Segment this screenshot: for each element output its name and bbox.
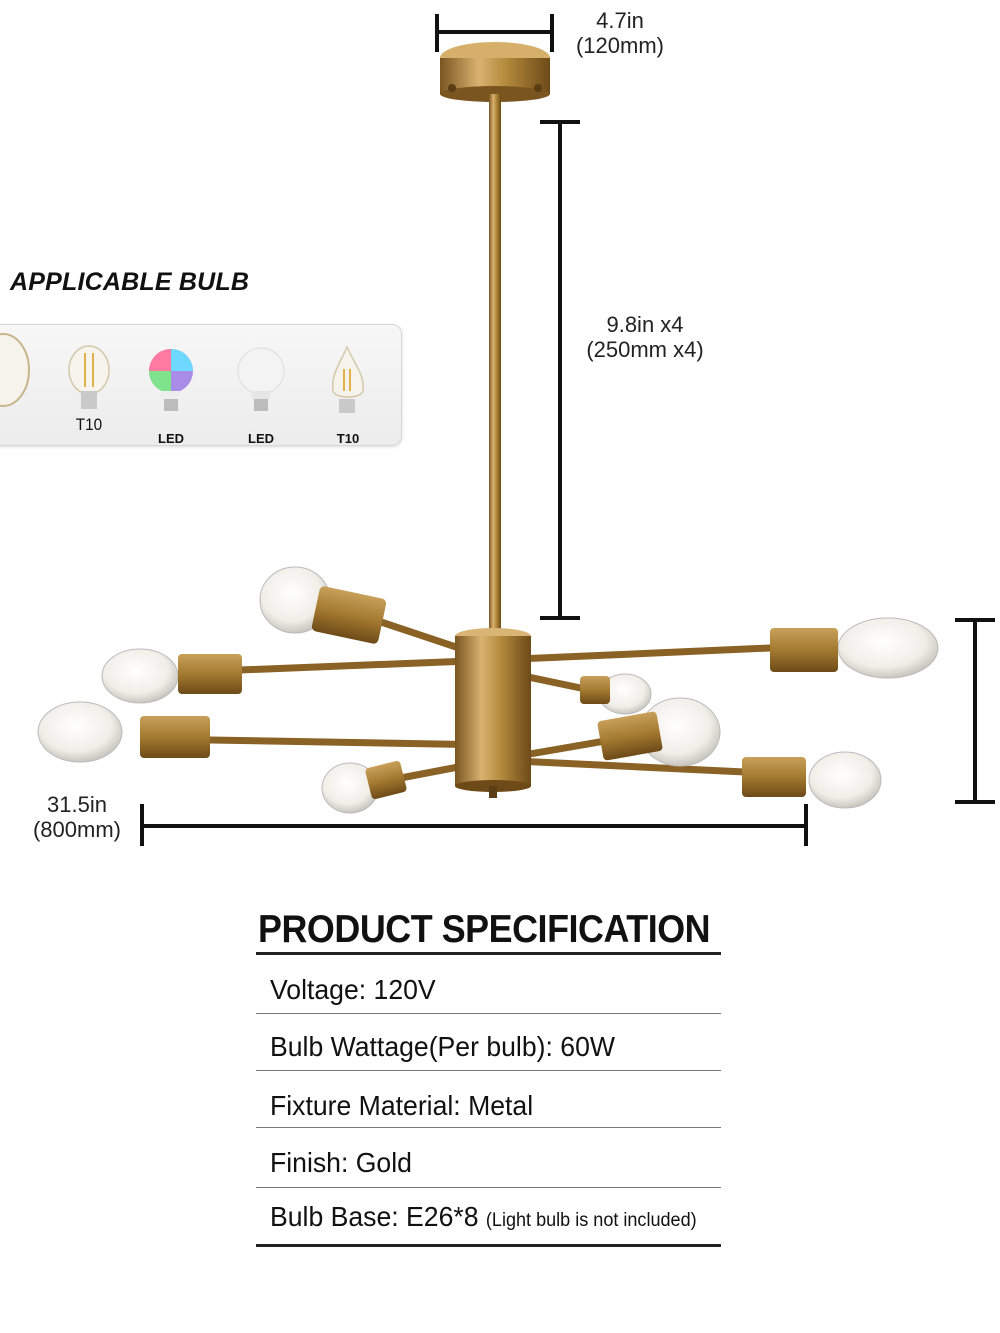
rod-length-mm: (250mm x4) [586, 337, 704, 362]
overall-width-in: 31.5in [47, 792, 107, 817]
dimension-lines [140, 14, 995, 846]
bulb-not-included-note: (Light bulb is not included) [485, 1210, 697, 1231]
rod-length-label: 9.8in x4 (250mm x4) [575, 312, 715, 362]
top-width-mm: (120mm) [575, 33, 664, 58]
spec-row-finish: Finish: Gold [270, 1147, 412, 1178]
bulb-label-4: LED [248, 431, 274, 446]
spec-row-wattage: Bulb Wattage(Per bulb): 60W [270, 1031, 615, 1062]
spec-divider [256, 952, 721, 955]
rod-length-in: 9.8in x4 [606, 312, 684, 337]
bulb-label-1: 0 [0, 415, 6, 435]
spec-row-bulb-base: Bulb Base: E26*8 (Light bulb is not incl… [270, 1200, 697, 1238]
down-rod [489, 94, 501, 634]
top-width-label: 4.7in (120mm) [565, 8, 675, 58]
ceiling-canopy [440, 42, 550, 102]
candle-filament-bulb-icon [331, 345, 364, 413]
bulb-socket-set [37, 566, 939, 814]
overall-width-label: 31.5in (800mm) [22, 792, 132, 842]
spec-divider [256, 1127, 721, 1128]
center-hub [455, 628, 531, 798]
t10-filament-bulb-icon [68, 345, 110, 409]
spec-divider [256, 1013, 721, 1014]
edison-bulb-icon [0, 333, 30, 407]
applicable-bulb-panel: 0 T10 LED LED T10 [0, 324, 402, 446]
spec-row-voltage: Voltage: 120V [270, 974, 436, 1005]
bulb-label-2: T10 [75, 415, 103, 434]
bulb-icons [0, 333, 364, 413]
rgb-led-bulb-icon [149, 349, 193, 411]
spec-divider [256, 1187, 721, 1188]
spec-divider [256, 1070, 721, 1071]
white-led-bulb-icon [237, 347, 285, 411]
bulb-label-5: T10 [336, 431, 360, 446]
overall-width-mm: (800mm) [32, 817, 121, 842]
spec-divider [256, 1244, 721, 1247]
spec-title: PRODUCT SPECIFICATION [258, 908, 711, 951]
applicable-bulb-title: APPLICABLE BULB [10, 268, 250, 296]
bulb-base-text: Bulb Base: E26*8 [270, 1201, 479, 1232]
bulb-label-3: LED [158, 431, 184, 446]
top-width-in: 4.7in [596, 8, 644, 33]
chandelier-illustration [37, 14, 995, 846]
spec-row-material: Fixture Material: Metal [270, 1090, 534, 1121]
